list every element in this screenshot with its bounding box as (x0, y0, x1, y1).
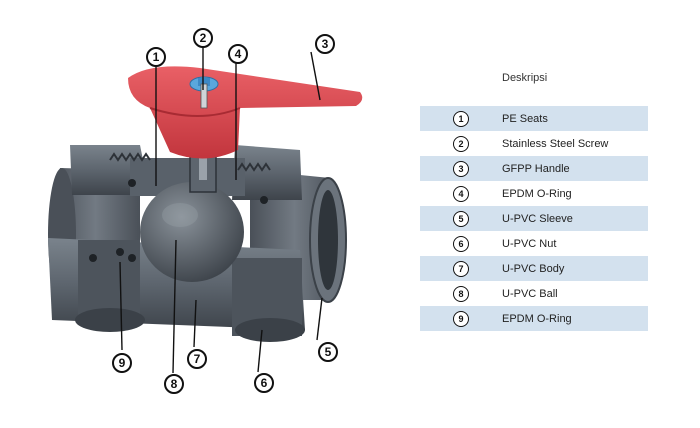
legend-row: 2 Stainless Steel Screw (420, 131, 648, 156)
valve-ball (140, 182, 244, 282)
red-handle (128, 66, 363, 159)
legend-label: EPDM O-Ring (502, 312, 572, 325)
legend-label: GFPP Handle (502, 162, 570, 175)
legend-label: Stainless Steel Screw (502, 137, 609, 150)
legend-label: U-PVC Sleeve (502, 212, 573, 225)
right-nut-top (232, 145, 302, 200)
callout-1-number: 1 (153, 50, 160, 64)
legend-number: 8 (453, 285, 469, 302)
legend-row: 9 EPDM O-Ring (420, 306, 648, 331)
legend-number: 9 (453, 310, 469, 327)
legend-label: PE Seats (502, 112, 548, 125)
legend-row: 4 EPDM O-Ring (420, 181, 648, 206)
callout-4-number: 4 (235, 47, 242, 61)
left-nut-lower (78, 240, 140, 320)
callout-8-number: 8 (171, 377, 178, 391)
callout-7-number: 7 (194, 352, 201, 366)
legend-row: 5 U-PVC Sleeve (420, 206, 648, 231)
callout-5-number: 5 (325, 345, 332, 359)
callout-5: 5 (318, 342, 338, 362)
valve-illustration (48, 66, 363, 342)
legend-number: 2 (453, 135, 469, 152)
legend-number: 7 (453, 260, 469, 277)
callout-4: 4 (228, 44, 248, 64)
legend-number: 5 (453, 210, 469, 227)
legend-label: U-PVC Nut (502, 237, 557, 250)
legend-label: U-PVC Body (502, 262, 565, 275)
legend-number: 1 (453, 110, 469, 127)
callout-8: 8 (164, 374, 184, 394)
stainless-screw (200, 83, 208, 109)
callout-2-number: 2 (200, 31, 207, 45)
legend-number: 4 (453, 185, 469, 202)
callout-3-number: 3 (322, 37, 329, 51)
callout-7: 7 (187, 349, 207, 369)
legend-label: EPDM O-Ring (502, 187, 572, 200)
legend-row: 8 U-PVC Ball (420, 281, 648, 306)
legend-title: Deskripsi (502, 72, 548, 84)
callout-3: 3 (315, 34, 335, 54)
callout-1: 1 (146, 47, 166, 67)
legend-row: 6 U-PVC Nut (420, 231, 648, 256)
callout-9: 9 (112, 353, 132, 373)
callout-2: 2 (193, 28, 213, 48)
callout-6-number: 6 (261, 376, 268, 390)
legend-row: 7 U-PVC Body (420, 256, 648, 281)
legend-table: Deskripsi 1 PE Seats 2 Stainless Steel S… (420, 68, 648, 331)
legend-row: 1 PE Seats (420, 106, 648, 131)
callout-6: 6 (254, 373, 274, 393)
callout-9-number: 9 (119, 356, 126, 370)
legend-number: 3 (453, 160, 469, 177)
leader-lines (119, 47, 323, 374)
legend-label: U-PVC Ball (502, 287, 558, 300)
legend-row: 3 GFPP Handle (420, 156, 648, 181)
legend-number: 6 (453, 235, 469, 252)
